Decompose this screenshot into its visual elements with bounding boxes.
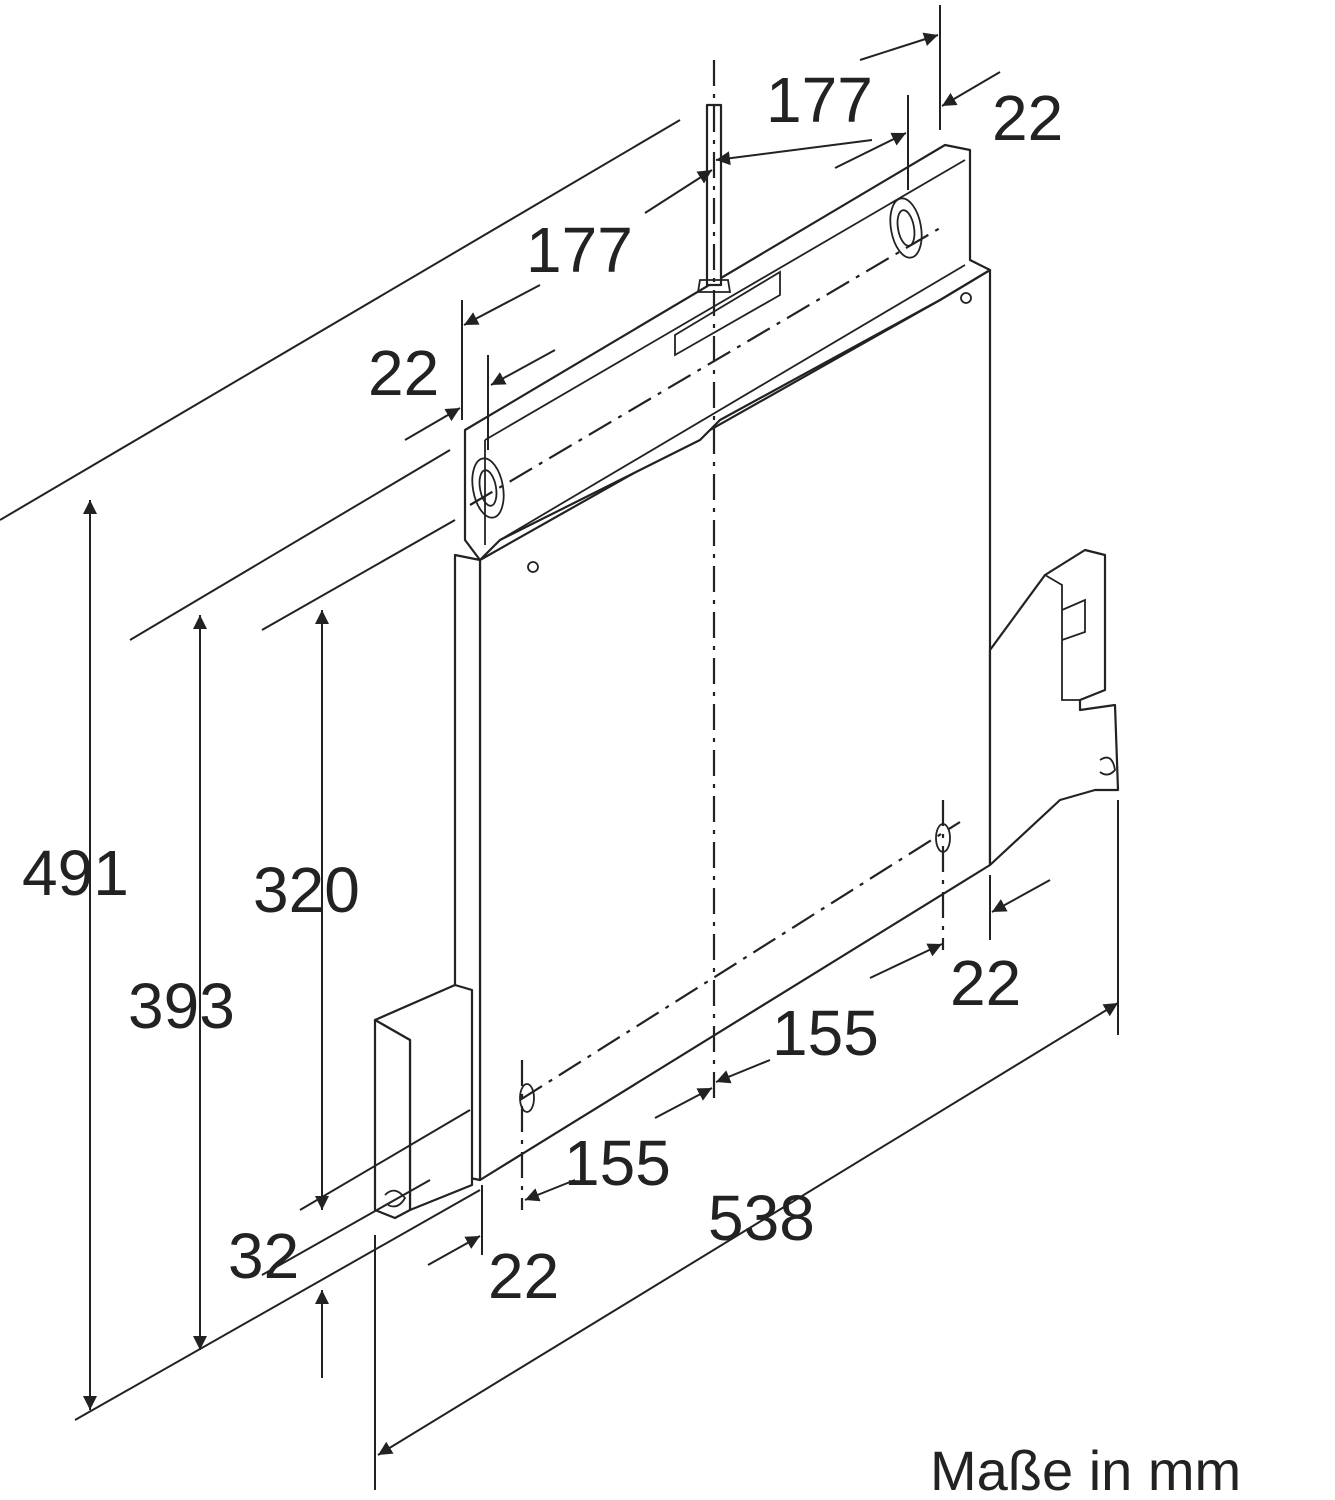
right-hook-bracket bbox=[988, 548, 1120, 867]
dim-label-bottom-spacing-right: 155 bbox=[772, 997, 879, 1069]
dim-label-height-total: 491 bbox=[22, 837, 129, 909]
units-note: Maße in mm bbox=[930, 1439, 1241, 1500]
threaded-rod bbox=[696, 103, 732, 293]
dim-label-height-inner: 320 bbox=[253, 854, 360, 926]
dim-label-bottom-spacing-left: 155 bbox=[564, 1127, 671, 1199]
dim-label-height-upper: 393 bbox=[128, 970, 235, 1042]
dim-label-top-spacing-right: 177 bbox=[766, 64, 873, 136]
bracket-panel bbox=[453, 143, 992, 1182]
dim-label-bottom-right-offset: 22 bbox=[950, 947, 1021, 1019]
dim-label-top-left-offset: 22 bbox=[368, 337, 439, 409]
dim-label-bottom-gap: 32 bbox=[228, 1220, 299, 1292]
dim-label-width-total: 538 bbox=[708, 1182, 815, 1254]
dimension-lines bbox=[83, 32, 1119, 1456]
dim-label-bottom-left-offset: 22 bbox=[488, 1240, 559, 1312]
dim-label-top-spacing-left: 177 bbox=[526, 214, 633, 286]
dim-label-top-right-offset: 22 bbox=[992, 82, 1063, 154]
